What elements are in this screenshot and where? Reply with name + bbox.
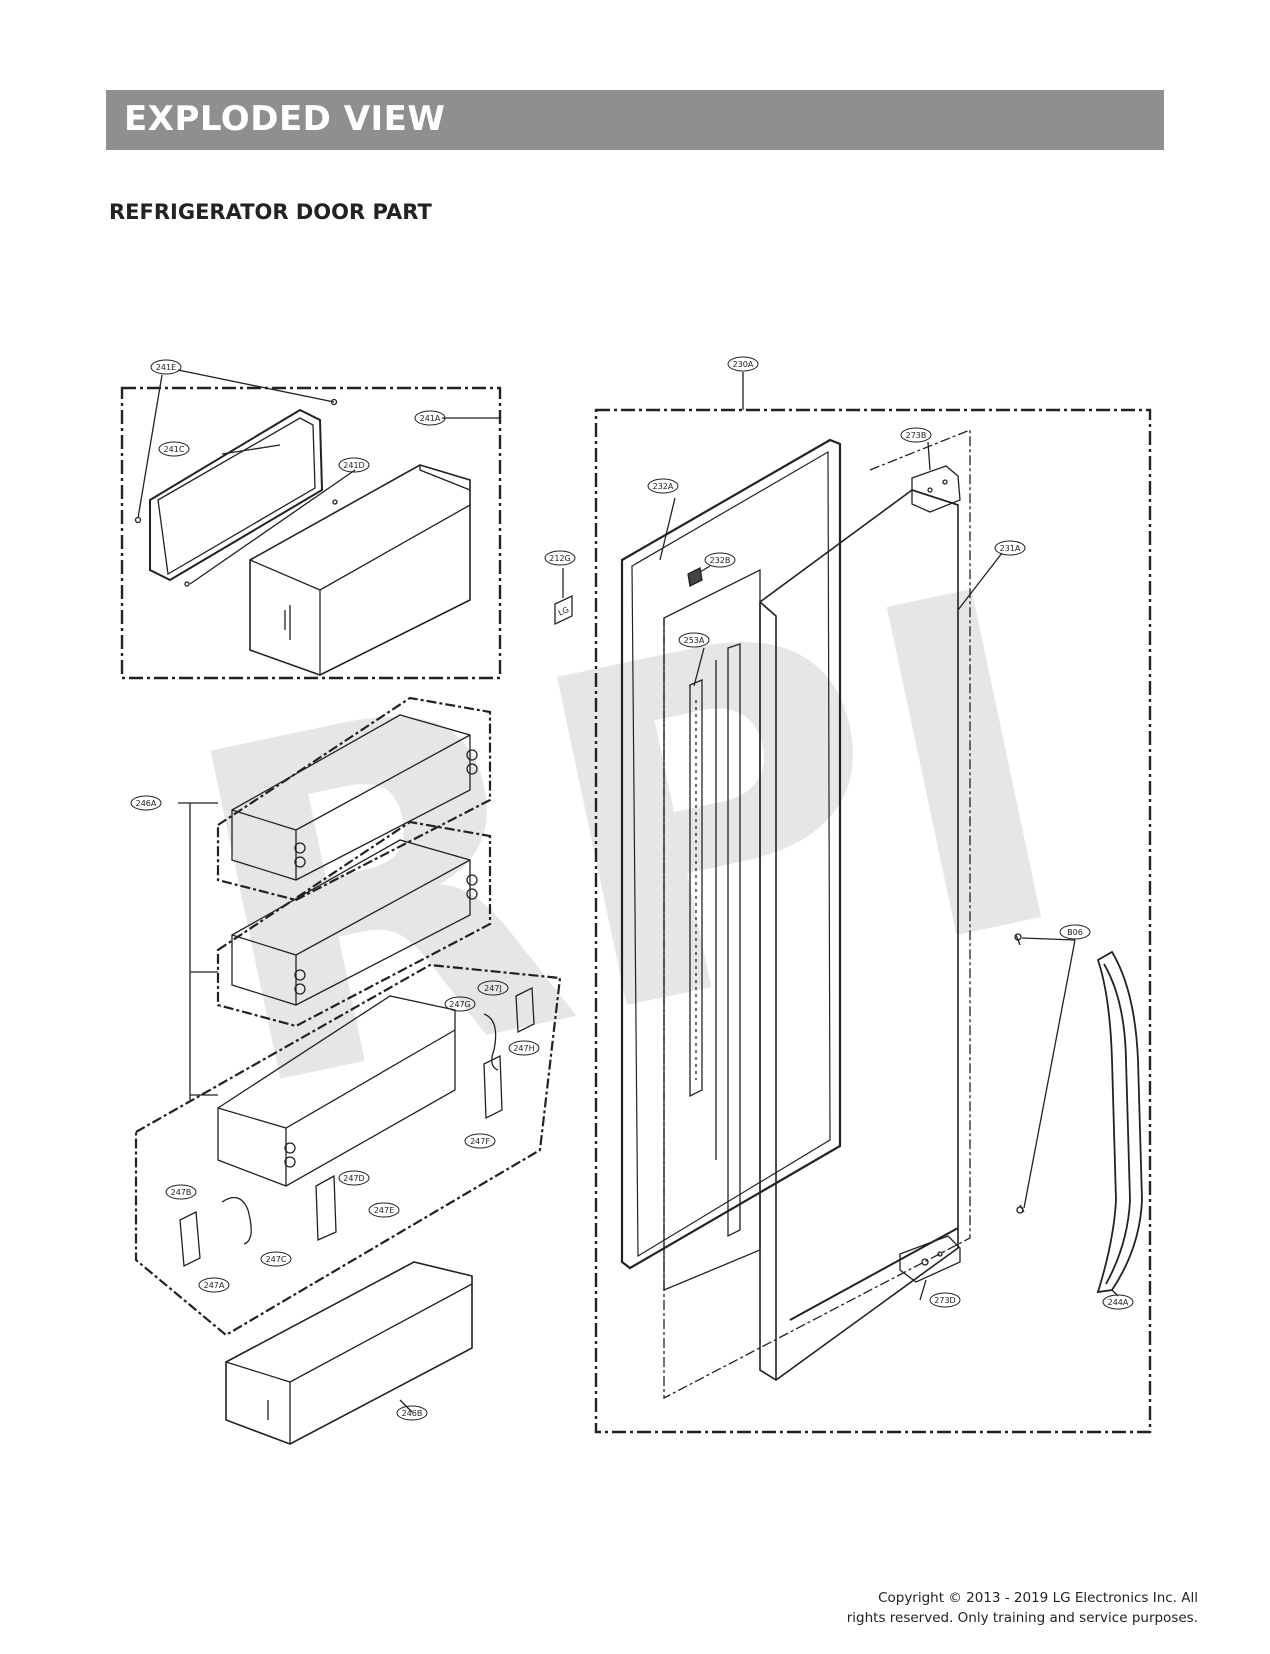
callout-244A: 244A — [1108, 1298, 1129, 1307]
callout-247E: 247E — [374, 1206, 394, 1215]
lg-badge-label: LG — [557, 605, 570, 618]
callout-247F: 247F — [470, 1137, 490, 1146]
group-box-241A — [120, 386, 502, 680]
gasket-232A — [620, 438, 842, 1270]
wire-247G — [483, 1013, 499, 1071]
copyright-notice: Copyright © 2013 - 2019 LG Electronics I… — [847, 1588, 1198, 1628]
callout-241A: 241A — [420, 414, 441, 423]
callout-241E: 241E — [156, 363, 176, 372]
hinge-273B — [911, 465, 961, 513]
callout-212G: 212G — [549, 554, 570, 563]
callout-247J: 247J — [484, 984, 502, 993]
callout-241D: 241D — [343, 461, 364, 470]
callout-231A: 231A — [1000, 544, 1021, 553]
door-bin-246A-2 — [216, 820, 492, 1028]
section-title: REFRIGERATOR DOOR PART — [109, 200, 432, 224]
callout-241C: 241C — [164, 445, 185, 454]
door-bin-246B — [225, 1261, 473, 1445]
callout-253A: 253A — [684, 636, 705, 645]
callout-247H: 247H — [513, 1044, 534, 1053]
copyright-line-1: Copyright © 2013 - 2019 LG Electronics I… — [878, 1590, 1198, 1606]
lg-badge-212G — [554, 594, 573, 626]
group-box-230A — [594, 408, 1152, 1434]
callout-230A: 230A — [733, 360, 754, 369]
wire-247C — [221, 1196, 252, 1245]
callout-247G: 247G — [449, 1000, 470, 1009]
watermark: RPI — [150, 491, 1105, 1194]
door-bin-third — [217, 995, 456, 1187]
callout-246B: 246B — [402, 1409, 423, 1418]
cover-247F — [483, 1054, 503, 1120]
door-bin-246A-1 — [216, 696, 492, 902]
cover-247J — [515, 986, 535, 1034]
callout-ellipses — [130, 356, 1134, 1421]
cover-247A — [179, 1210, 201, 1268]
callout-232A: 232A — [653, 482, 674, 491]
cover-247D — [315, 1174, 337, 1241]
callout-273B: 273B — [906, 431, 927, 440]
shelf-glass-241C — [149, 408, 324, 582]
callout-247D: 247D — [343, 1174, 364, 1183]
callout-232B: 232B — [710, 556, 731, 565]
strip-253A — [689, 679, 703, 1098]
handle-244A — [1096, 950, 1143, 1294]
hinge-273D — [899, 1235, 961, 1283]
copyright-line-2: rights reserved. Only training and servi… — [846, 1610, 1198, 1626]
callout-247B: 247B — [171, 1188, 192, 1197]
header-banner: EXPLODED VIEW — [106, 90, 1164, 150]
bin-241A — [249, 464, 471, 676]
group-box-247 — [134, 963, 562, 1337]
callout-247A: 247A — [204, 1281, 225, 1290]
callout-B06: B06 — [1067, 928, 1083, 937]
part-232B — [687, 567, 703, 587]
page-title: EXPLODED VIEW — [124, 99, 446, 139]
callout-247C: 247C — [266, 1255, 287, 1264]
callout-273D: 273D — [934, 1296, 955, 1305]
callout-246A: 246A — [136, 799, 157, 808]
